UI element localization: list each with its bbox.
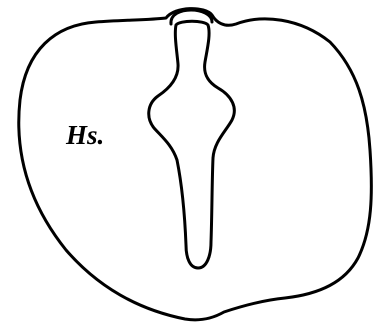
region-label-hs: Hs. (65, 120, 104, 150)
